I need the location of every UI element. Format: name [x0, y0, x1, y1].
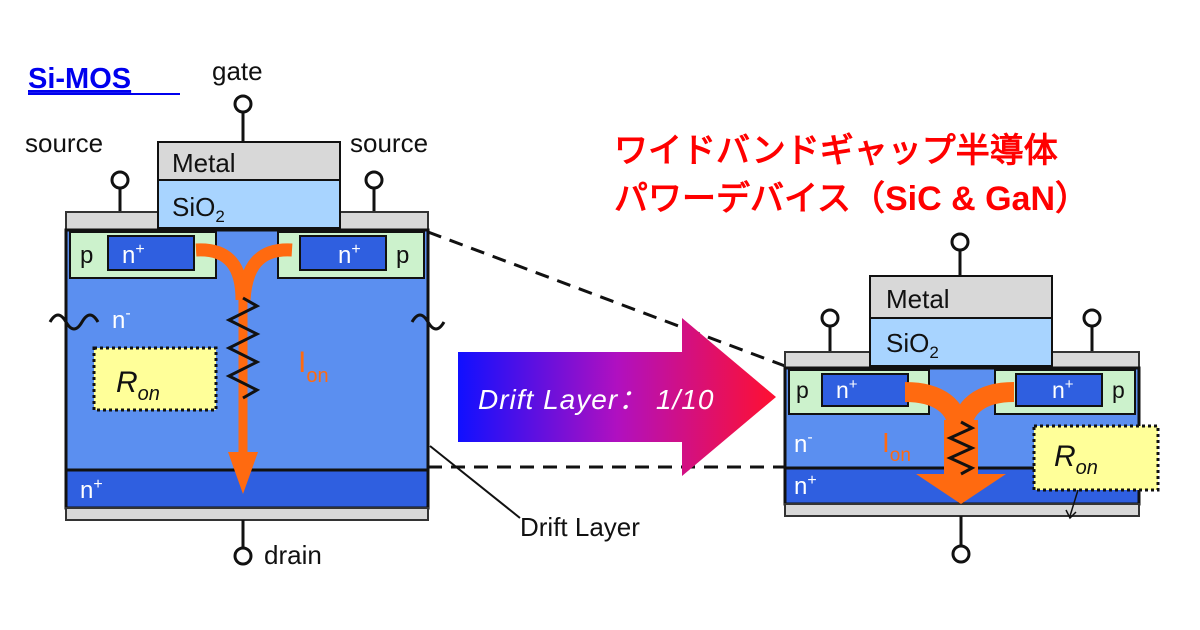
substrate-label-right: n+	[794, 472, 817, 500]
left-device: Si-MOS gate source source p p n+ n+ Meta…	[25, 56, 446, 570]
nplus-left-label-right: n+	[836, 376, 858, 403]
source-left-terminal-right	[820, 308, 840, 328]
gate-label: gate	[212, 56, 263, 86]
drift-callout-line	[429, 445, 521, 519]
drain-label: drain	[264, 540, 322, 570]
nplus-left-label: n+	[122, 241, 145, 269]
ron-label: Ron	[116, 366, 160, 405]
oxide-label: SiO2	[172, 192, 225, 226]
resistor-symbol-right	[946, 420, 976, 476]
source-left-terminal	[110, 170, 130, 190]
drain-terminal-right	[951, 544, 971, 564]
nminus-label: n-	[112, 305, 131, 334]
right-title-line2: パワーデバイス（SiC & GaN）	[614, 179, 1089, 218]
break-mark-left	[48, 313, 100, 331]
ron-label-right: Ron	[1054, 440, 1098, 479]
drain-contact	[65, 507, 429, 521]
nplus-left	[107, 235, 195, 271]
metal-label-right: Metal	[886, 284, 950, 314]
gate-metal-right	[869, 275, 1053, 319]
drain-terminal	[233, 546, 253, 566]
oxide-label-right: SiO2	[886, 328, 939, 362]
source-right-terminal-right	[1082, 308, 1102, 328]
ron-box-right	[1032, 424, 1160, 492]
dashed-connector-top	[427, 230, 786, 368]
nplus-right-right	[1015, 373, 1103, 407]
right-device: p p n+ n+ Metal SiO2 n- n+ Ion Ron	[783, 232, 1160, 564]
ron-pointer-right	[1065, 489, 1079, 520]
source-left-label: source	[25, 128, 103, 158]
source-right-terminal	[364, 170, 384, 190]
nplus-right-label-right: n+	[1052, 376, 1074, 403]
gate-terminal	[233, 94, 253, 114]
p-right-label: p	[396, 242, 409, 269]
current-arrowhead-right	[916, 474, 1006, 504]
break-mark-right	[410, 313, 446, 331]
ron-box	[92, 346, 218, 412]
metal-label: Metal	[172, 148, 236, 178]
reduction-arrow: Drift Layer： 1/10	[458, 318, 776, 476]
drift-callout-label: Drift Layer	[520, 512, 640, 542]
gate-metal	[157, 141, 341, 181]
resistor-symbol	[225, 296, 261, 400]
p-right-label-right: p	[1112, 377, 1125, 403]
p-left-label: p	[80, 242, 93, 269]
nplus-right-label: n+	[338, 241, 361, 269]
substrate-label: n+	[80, 476, 103, 504]
gate-terminal-right	[950, 232, 970, 252]
current-arrowhead	[228, 452, 258, 494]
arrow-text: Drift Layer： 1/10	[478, 384, 714, 415]
nminus-label-right: n-	[794, 429, 813, 458]
nplus-left-right	[821, 373, 909, 407]
gate-oxide-right	[869, 317, 1053, 367]
nplus-right	[299, 235, 387, 271]
left-device-title: Si-MOS	[28, 63, 131, 95]
p-left-label-right: p	[796, 377, 809, 403]
ion-label: Ion	[298, 346, 329, 387]
drain-contact-right	[784, 503, 1140, 517]
right-title-line1: ワイドバンドギャップ半導体	[614, 132, 1058, 170]
ion-label-right: Ion	[882, 427, 911, 466]
source-right-label: source	[350, 128, 428, 158]
